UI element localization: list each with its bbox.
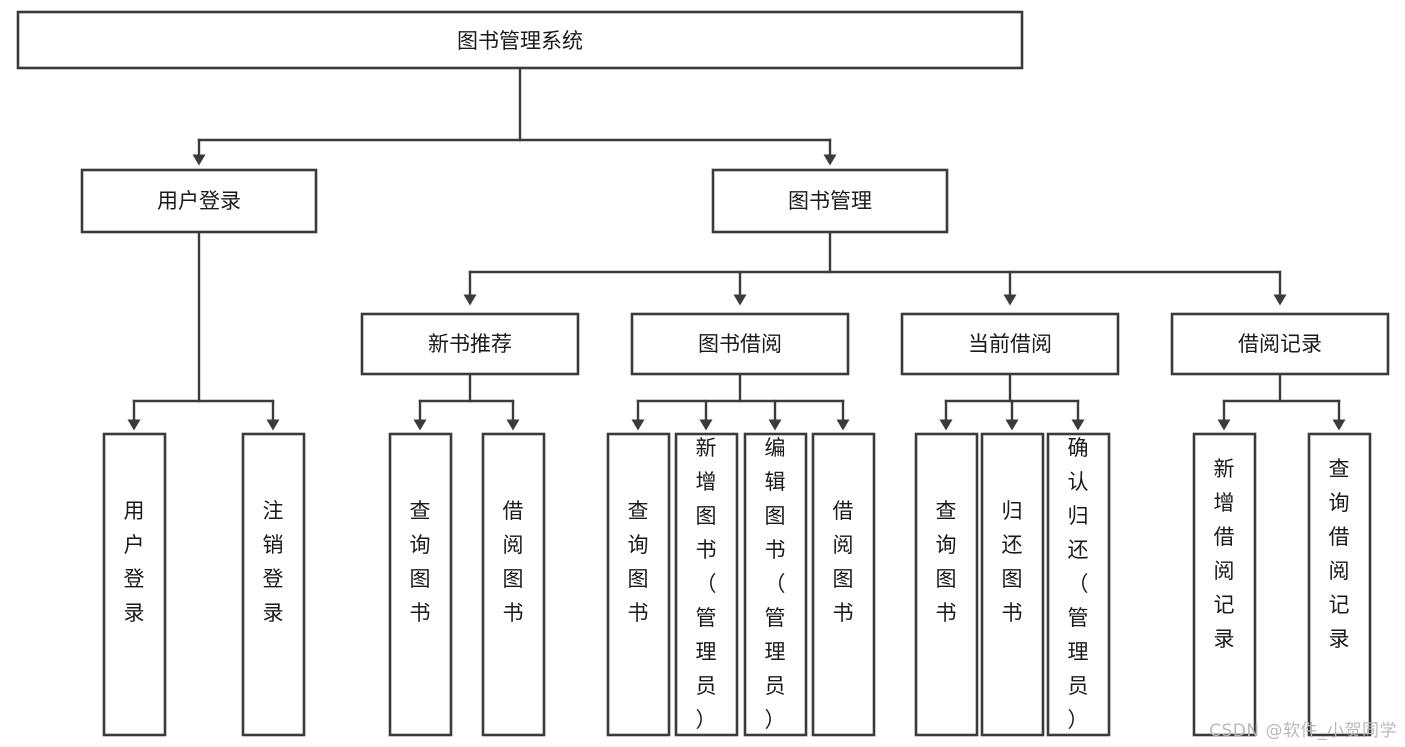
node-leaf-edit-book-label: 编辑图书（管理员）	[765, 436, 786, 732]
node-leaf-add-book-label: 新增图书（管理员）	[696, 436, 717, 732]
node-book-manage[interactable]: 图书管理	[711, 168, 949, 234]
node-leaf-borrow-book-1-label: 借阅图书	[503, 499, 524, 625]
node-leaf-add-book[interactable]: 新增图书（管理员）	[674, 432, 739, 737]
node-user-login[interactable]: 用户登录	[80, 168, 318, 234]
edge-currentborrow-to-leaves	[939, 372, 1085, 431]
node-leaf-query-record-label: 查询借阅记录	[1329, 457, 1350, 651]
node-user-login-label: 用户登录	[157, 189, 241, 213]
edge-bookmanage-to-level3	[463, 230, 1287, 306]
node-current-borrow-label: 当前借阅	[968, 332, 1052, 356]
connector-layer	[127, 66, 1346, 431]
node-leaf-user-login-label: 用户登录	[124, 499, 145, 625]
node-leaf-confirm-return[interactable]: 确认归还（管理员）	[1046, 432, 1111, 737]
csdn-watermark: CSDN @软件_小贺同学	[1209, 721, 1397, 741]
node-leaf-borrow-book-2-label: 借阅图书	[833, 499, 854, 625]
node-leaf-add-record-label: 新增借阅记录	[1214, 457, 1235, 651]
node-leaf-return-book-label: 归还图书	[1002, 499, 1023, 625]
node-leaf-borrow-book-1[interactable]: 借阅图书	[481, 432, 546, 737]
node-root-label: 图书管理系统	[457, 29, 583, 53]
edge-userlogin-to-leaves	[127, 230, 280, 431]
node-leaf-query-book-1[interactable]: 查询图书	[388, 432, 453, 737]
node-leaf-query-book-2-label: 查询图书	[628, 499, 649, 625]
node-book-borrow[interactable]: 图书借阅	[630, 312, 850, 376]
node-leaf-borrow-book-2[interactable]: 借阅图书	[811, 432, 876, 737]
edge-borrowrecord-to-leaves	[1217, 372, 1346, 431]
node-book-manage-label: 图书管理	[788, 189, 872, 213]
edge-bookborrow-to-leaves	[631, 372, 850, 431]
node-book-borrow-label: 图书借阅	[698, 332, 782, 356]
edge-newbook-to-leaves	[413, 372, 520, 431]
node-leaf-query-record[interactable]: 查询借阅记录	[1307, 432, 1372, 737]
node-root[interactable]: 图书管理系统	[16, 10, 1024, 70]
node-leaf-confirm-return-label: 确认归还（管理员）	[1068, 436, 1089, 732]
node-leaf-add-record[interactable]: 新增借阅记录	[1192, 432, 1257, 737]
node-leaf-logout-label: 注销登录	[263, 499, 284, 625]
edge-root-to-level2	[192, 66, 837, 166]
node-leaf-query-book-2[interactable]: 查询图书	[606, 432, 671, 737]
node-leaf-query-book-3[interactable]: 查询图书	[914, 432, 979, 737]
node-leaf-edit-book[interactable]: 编辑图书（管理员）	[743, 432, 808, 737]
node-leaf-user-login[interactable]: 用户登录	[102, 432, 167, 737]
node-new-book-recommend[interactable]: 新书推荐	[360, 312, 580, 376]
node-leaf-query-book-3-label: 查询图书	[936, 499, 957, 625]
node-leaf-query-book-1-label: 查询图书	[410, 499, 431, 625]
node-current-borrow[interactable]: 当前借阅	[900, 312, 1120, 376]
node-new-book-recommend-label: 新书推荐	[428, 332, 512, 356]
node-leaf-return-book[interactable]: 归还图书	[980, 432, 1045, 737]
node-leaf-logout[interactable]: 注销登录	[241, 432, 306, 737]
node-borrow-record-label: 借阅记录	[1238, 332, 1322, 356]
node-borrow-record[interactable]: 借阅记录	[1170, 312, 1390, 376]
